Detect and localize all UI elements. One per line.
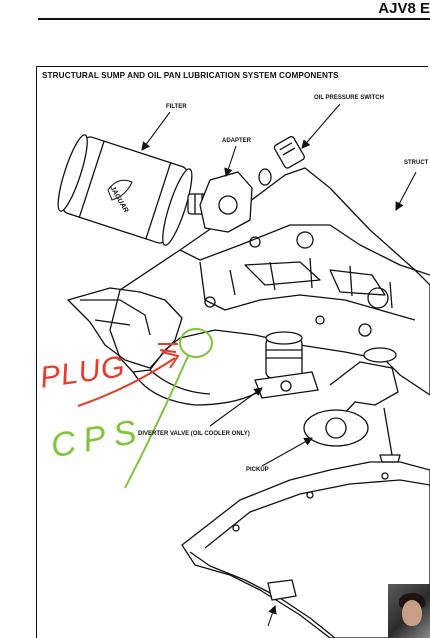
oil-filter [57,134,193,246]
pickup-screen [303,409,369,447]
sump-wing-detail [80,299,151,336]
sump-boss-4 [249,236,261,248]
jaguar-leaper-mark [107,179,133,201]
sump-boss-5 [204,296,216,308]
callout-filter: FILTER [166,104,187,110]
adapter-leader [224,145,237,178]
plug-scribble [158,343,178,353]
oil-pan-outline [181,461,430,638]
pickup-screen-center [325,417,347,439]
oil-pressure-switch [273,136,305,169]
sump-inner-ridge [199,261,416,321]
callout-pickup: PICKUP [246,467,269,473]
sump-boss-1 [296,231,314,249]
sump-lower-curve-2 [149,369,211,395]
switch-washer [258,168,272,186]
header-rule [38,18,430,20]
adapter-port [218,195,238,215]
sump-rib-2 [329,269,386,296]
diverter-leader [209,387,263,427]
oil-pan-bolt-1 [232,524,240,532]
sump-front-wing [67,287,183,369]
struct-leader [395,171,417,211]
callout-oil-pressure-switch: OIL PRESSURE SWITCH [314,95,384,101]
drain-plug [267,579,297,601]
adapter-body [199,171,253,233]
pickup-bolt [379,407,401,463]
video-thumbnail[interactable] [388,584,430,638]
sump-lower-curve [132,371,266,406]
oil-pan-bolt-3 [381,472,389,480]
callout-structural: STRUCT [404,160,429,166]
cps-circle-mark [179,328,213,358]
oil-pan-lip [189,551,336,638]
pickup-flange [363,347,397,363]
sump-inner-ridge-2 [229,257,393,309]
oil-pan-inner [204,479,430,549]
figure-frame [36,66,428,638]
figure-title: STRUCTURAL SUMP AND OIL PAN LUBRICATION … [42,71,339,80]
callout-adapter: ADAPTER [222,138,252,144]
diverter-valve [254,331,319,399]
sump-boss-2 [367,287,389,309]
pickup-pipe [329,361,399,417]
sump-rib-1 [244,261,321,286]
pickup-leader [261,437,313,467]
plug-arrow-head [161,351,180,369]
sump-boss-6 [315,315,325,325]
oil-pan-bolt-2 [306,491,314,499]
switch-leader [301,103,341,149]
sump-top-flange [179,224,430,276]
cps-leader-mark [124,355,189,489]
drain-leader [267,604,277,627]
manual-header-title: AJV8 E [378,0,430,17]
sump-boss-3 [358,323,372,337]
plug-arrow-mark [77,357,176,407]
callout-diverter-valve: DIVERTER VALVE (OIL COOLER ONLY) [138,431,250,437]
thumbnail-face [402,600,422,626]
filter-leader [141,111,171,151]
